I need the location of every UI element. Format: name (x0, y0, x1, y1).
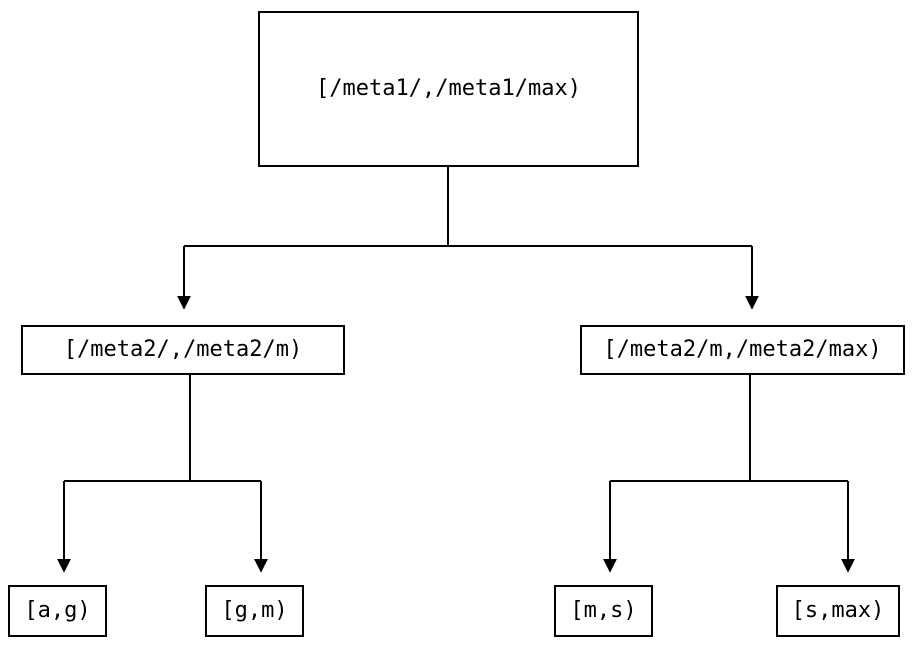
tree-node-leaf-smax[interactable]: [s,max) (776, 585, 900, 637)
tree-node-mid-left-label: [/meta2/,/meta2/m) (63, 337, 303, 362)
tree-node-leaf-gm[interactable]: [g,m) (205, 585, 304, 637)
tree-node-leaf-ag-label: [a,g) (24, 598, 91, 623)
tree-node-leaf-ms-label: [m,s) (570, 598, 637, 623)
tree-node-mid-right-label: [/meta2/m,/meta2/max) (603, 337, 882, 362)
edge-root-to-level1 (177, 167, 759, 310)
tree-node-mid-left[interactable]: [/meta2/,/meta2/m) (21, 325, 345, 375)
tree-node-leaf-gm-label: [g,m) (221, 598, 288, 623)
edge-midright-to-leaves (603, 375, 855, 573)
tree-node-leaf-smax-label: [s,max) (791, 598, 885, 623)
tree-node-leaf-ms[interactable]: [m,s) (554, 585, 653, 637)
edge-midleft-to-leaves (57, 375, 268, 573)
tree-node-mid-right[interactable]: [/meta2/m,/meta2/max) (580, 325, 905, 375)
tree-node-leaf-ag[interactable]: [a,g) (8, 585, 107, 637)
tree-node-root[interactable]: [/meta1/,/meta1/max) (258, 11, 639, 167)
tree-node-root-label: [/meta1/,/meta1/max) (316, 76, 581, 101)
